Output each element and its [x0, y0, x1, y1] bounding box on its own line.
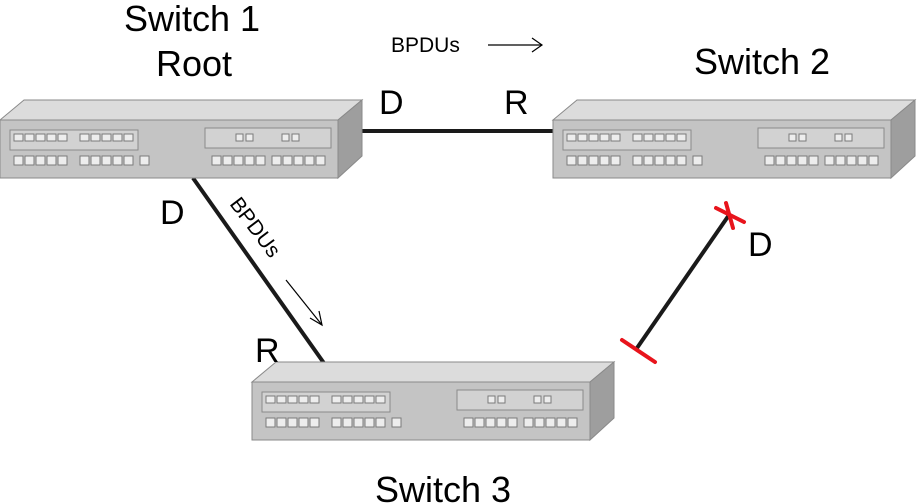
bpdu-label-s1-s2: BPDUs: [391, 34, 460, 57]
switch-2-device: [552, 99, 916, 179]
bpdu-label-s1-s3: BPDUs: [225, 193, 285, 262]
blocked-port-marker-switch2: [714, 201, 746, 230]
port-label-s1-to-s2: D: [379, 84, 404, 122]
port-label-s3-to-s1: R: [255, 332, 280, 370]
link-switch2-switch3: [635, 213, 731, 350]
switch-3-device: [251, 361, 615, 441]
bpdu-arrow-s1-s3: [285, 279, 323, 327]
switch-1-device: [0, 99, 363, 179]
switch-1-name: Switch 1: [124, 0, 260, 39]
switch-1-role: Root: [156, 43, 232, 84]
port-label-s1-to-s3: D: [160, 194, 185, 232]
bpdu-arrow-s1-s2: [488, 37, 544, 53]
port-label-s2-to-s3: D: [748, 226, 773, 264]
switch-3-name: Switch 3: [375, 469, 511, 504]
switch-2-name: Switch 2: [694, 41, 830, 82]
blocked-port-marker-switch3: [620, 338, 657, 364]
port-label-s2-to-s1: R: [504, 84, 529, 122]
link-switch1-switch3: [191, 176, 328, 368]
